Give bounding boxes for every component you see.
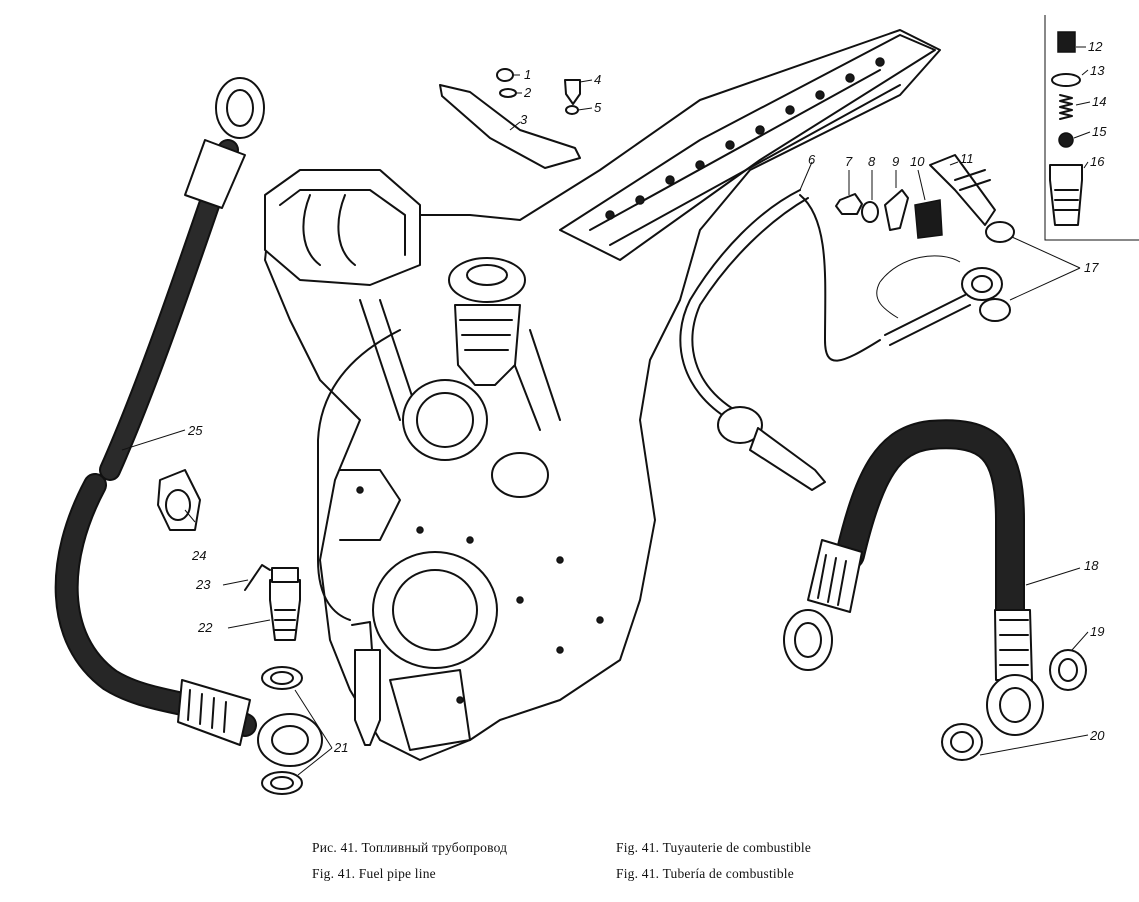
callout-15: 15: [1092, 124, 1107, 139]
small-parts-7-10-illustration: [835, 189, 943, 239]
valve-assembly-11-17-illustration: [929, 15, 1139, 322]
washers-19-20-illustration: [941, 649, 1087, 761]
callout-3: 3: [520, 112, 528, 127]
hose-18-illustration: [783, 419, 1044, 736]
callout-19: 19: [1090, 624, 1104, 639]
callout-18: 18: [1084, 558, 1099, 573]
caption-spanish: Fig. 41. Tubería de combustible: [616, 866, 794, 881]
callout-20: 20: [1089, 728, 1105, 743]
engine-block-illustration: [264, 29, 941, 761]
callout-7: 7: [845, 154, 853, 169]
callout-10: 10: [910, 154, 925, 169]
callout-12: 12: [1088, 39, 1103, 54]
callout-16: 16: [1090, 154, 1105, 169]
leader-lines: [121, 46, 1091, 776]
caption-english: Fig. 41. Fuel pipe line: [312, 866, 436, 881]
callout-22: 22: [197, 620, 213, 635]
callout-23: 23: [195, 577, 211, 592]
callout-4: 4: [594, 72, 601, 87]
callout-5: 5: [594, 100, 602, 115]
figure-captions: Рис. 41. Топливный трубопровод Fig. 41. …: [312, 840, 872, 890]
callout-8: 8: [868, 154, 876, 169]
bracket-1-5-illustration: [439, 68, 581, 169]
callout-24: 24: [191, 548, 206, 563]
callout-11: 11: [960, 151, 974, 166]
callout-labels: 1 2 3 4 5 6 7 8 9 10 11 12 13 14 15 16 1…: [187, 39, 1107, 755]
caption-russian: Рис. 41. Топливный трубопровод: [312, 840, 508, 855]
callout-21: 21: [333, 740, 348, 755]
callout-9: 9: [892, 154, 899, 169]
caption-french: Fig. 41. Tuyauterie de combustible: [616, 840, 812, 855]
callout-2: 2: [523, 85, 532, 100]
washers-21-illustration: [261, 666, 303, 795]
callout-25: 25: [187, 423, 203, 438]
callout-14: 14: [1092, 94, 1106, 109]
callout-6: 6: [808, 152, 816, 167]
callout-17: 17: [1084, 260, 1099, 275]
callout-13: 13: [1090, 63, 1105, 78]
callout-1: 1: [524, 67, 531, 82]
hose-25-illustration: [54, 77, 323, 767]
pipe-6-illustration: [679, 189, 1003, 491]
banjo-bolt-22-illustration: [244, 564, 301, 641]
